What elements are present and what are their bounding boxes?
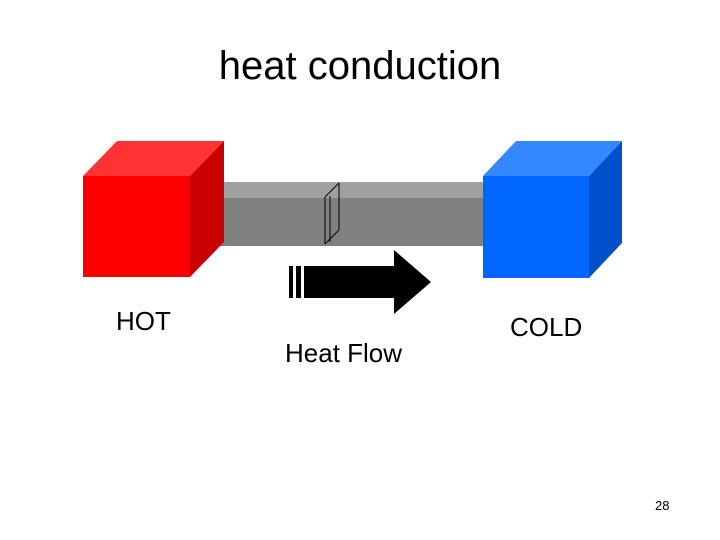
hot-block-top-face: [83, 141, 224, 176]
rod-cross-section-marker: [324, 182, 340, 245]
rod-top-face: [195, 182, 500, 198]
cold-block-side-face: [589, 141, 622, 278]
hot-block-front-face: [83, 176, 190, 277]
cold-block: [483, 141, 622, 278]
page-number: 28: [655, 498, 670, 513]
conducting-rod: [195, 182, 500, 246]
heat-flow-arrow: [289, 250, 431, 314]
heat-flow-label: Heat Flow: [285, 338, 403, 368]
rod-front-face: [195, 198, 490, 246]
cold-block-top-face: [483, 141, 622, 176]
hot-block: [83, 141, 224, 277]
cold-label: COLD: [510, 312, 583, 342]
hot-block-side-face: [190, 141, 224, 277]
cold-block-front-face: [483, 176, 589, 278]
slide-title: heat conduction: [218, 44, 502, 88]
hot-label: HOT: [116, 306, 171, 336]
